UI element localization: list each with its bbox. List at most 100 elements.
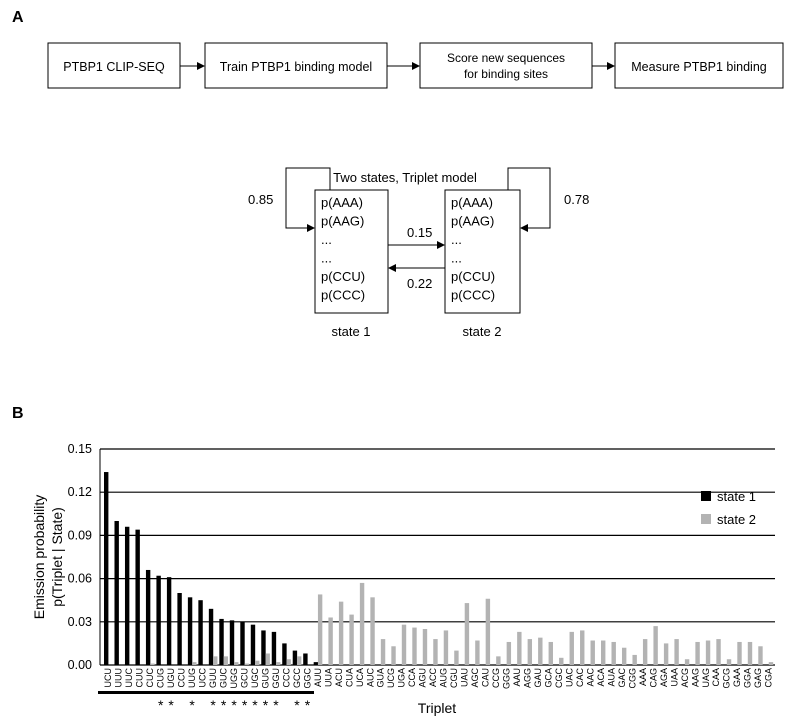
x-tick-label: GUA [376,668,386,688]
significance-star: * [242,697,248,713]
bar-state-1-UGC [250,624,256,665]
x-tick-label: GUC [218,668,228,689]
bar-state-2-CGA [768,662,774,665]
x-tick-label: GAG [753,668,763,688]
bar-state-2-UCA [359,582,365,665]
bar-state-1-UUG [187,597,193,665]
bar-state-2-GAU [538,637,543,665]
x-tick-label: UGC [250,668,260,689]
bar-state-2-CAU [485,598,491,665]
x-tick-label: GAA [732,668,742,687]
bar-state-2-CAG [653,626,658,665]
x-tick-label: UCC [198,668,208,688]
x-tick-label: AGC [470,668,480,688]
x-tick-label: AUA [606,668,616,687]
state-1-label: state 1 [331,324,370,339]
bar-state-2-UAA [674,639,679,665]
bar-state-1-UUC [124,526,130,665]
pipeline-step-1: PTBP1 CLIP-SEQ [63,60,165,74]
x-tick-label: CCC [281,668,291,688]
bar-state-2-AAG [695,641,700,665]
x-tick-label: CGC [554,668,564,689]
bar-state-2-AUG [443,630,449,665]
significance-star: * [231,697,237,713]
bar-state-1-CUU [135,529,140,665]
x-tick-label: CCA [407,668,417,687]
bar-state-2-AAA [642,639,648,665]
x-tick-label: GGC [302,668,312,689]
state-1-box [314,189,389,314]
pipeline-step-3-line1: Score new sequences [447,51,565,65]
bar-state-1-UCU [104,472,109,665]
x-tick-label: CGU [449,668,459,688]
bar-state-2-CGC [559,657,564,665]
bar-state-2-AGC [475,640,480,665]
bar-state-2-CCA [412,627,417,665]
significance-star: * [252,697,258,713]
state-2-entry: p(AAG) [451,214,494,229]
y-tick-label: 0.12 [68,485,92,499]
legend-swatch-state-2 [701,514,711,524]
pipeline-step-2: Train PTBP1 binding model [220,60,372,74]
pipeline-box-clip-seq [47,42,181,89]
bar-state-2-UUG [192,662,197,665]
hmm-diagram: Two states, Triplet model p(AAA)p(AAG)..… [248,167,589,339]
bar-state-2-UGG [234,662,239,665]
state-1-entry: p(CCU) [321,269,365,284]
bar-state-1-GUC [219,618,224,665]
underline-state1-group [98,691,314,694]
bar-state-2-UGC [255,660,260,665]
bar-state-2-ACU [338,601,344,665]
bar-state-2-AUU [317,594,323,665]
x-tick-label: AGG [523,668,533,688]
x-tick-label: AAA [638,668,648,686]
significance-star: * [305,697,311,713]
x-tick-label: CAU [481,668,491,687]
bar-state-2-GGU [275,662,281,665]
x-tick-label: CUG [156,668,166,688]
state-2-entry: p(AAA) [451,195,493,210]
state-1-entry: p(AAG) [321,214,364,229]
state-2-self-prob: 0.78 [564,192,589,207]
legend-label-state-1: state 1 [717,489,756,504]
significance-star: * [158,697,164,713]
bar-state-1-GUG [261,630,266,665]
bar-state-2-GAA [737,641,742,665]
bar-state-1-GCC [292,650,298,665]
x-tick-label: AUU [313,668,323,687]
x-tick-label: GAU [533,668,543,688]
significance-star: * [168,697,174,713]
legend-swatch-state-1 [701,491,711,501]
panel-b-label: B [12,405,24,422]
bar-state-2-CUC [150,663,155,665]
bar-state-2-CAC [580,630,585,665]
bar-state-2-AAC [590,640,595,665]
bar-state-1-UCC [198,600,203,665]
pipeline-box-measure [614,42,784,89]
bar-state-2-GCG [726,659,732,665]
x-tick-label: ACA [596,668,606,687]
bar-state-2-CUA [349,614,354,665]
x-tick-label: AGA [659,668,669,687]
x-tick-label: UUA [323,668,333,687]
bar-state-1-UGG [229,620,235,665]
x-tick-label: AAG [690,668,700,687]
x-tick-label: UAG [701,668,711,688]
bar-state-2-UUA [328,617,333,665]
bar-state-1-CCC [282,643,287,665]
bar-state-1-UUU [114,521,119,665]
bar-state-1-GGU [271,631,277,665]
bar-state-2-AUA [611,641,616,665]
pipeline-step-3-line2: for binding sites [464,67,548,81]
pipeline: PTBP1 CLIP-SEQ Train PTBP1 binding model… [47,42,784,89]
x-tick-label: AUC [365,668,375,688]
significance-star: * [263,697,269,713]
x-tick-label: UCG [386,668,396,688]
bar-state-2-GAC [621,647,627,665]
bar-state-2-CAA [716,639,721,665]
x-tick-label: CUA [344,668,354,687]
bar-state-2-UGA [401,624,407,665]
